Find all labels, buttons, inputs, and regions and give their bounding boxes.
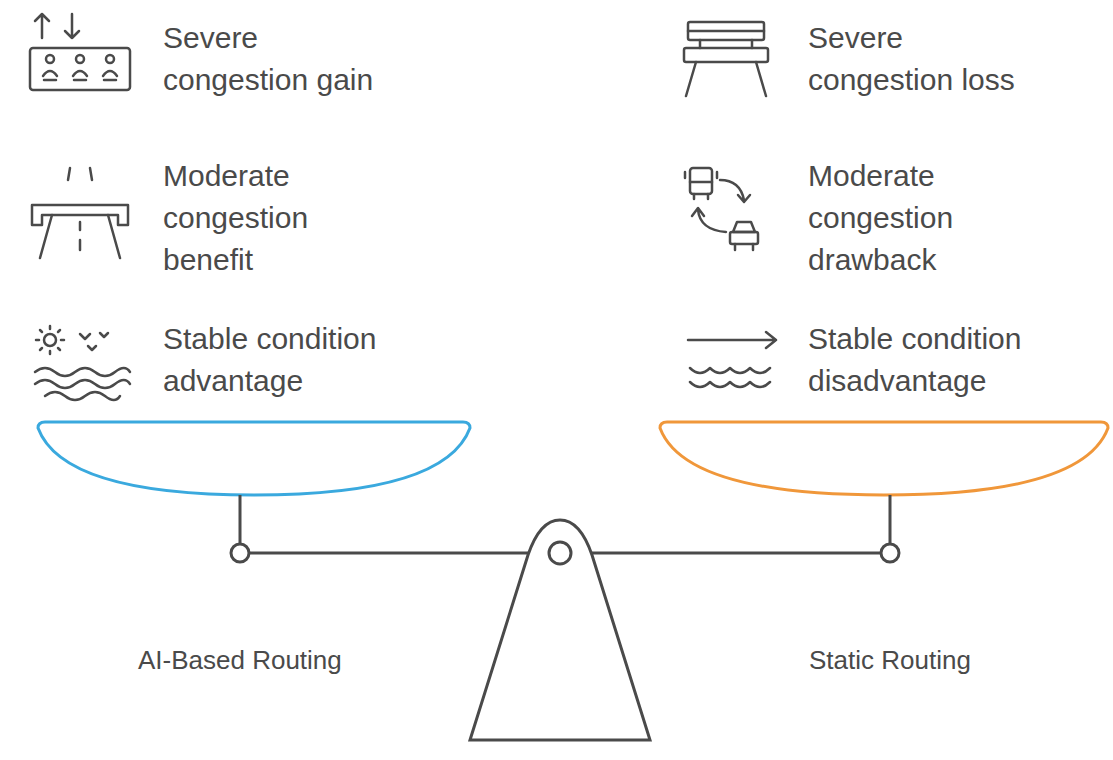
left-pan — [38, 422, 470, 495]
elevator-icon — [30, 14, 130, 90]
benefit-label: Severe congestion gain — [163, 17, 391, 101]
right-pan — [660, 422, 1108, 495]
side-label: AI-Based Routing — [138, 644, 342, 676]
fulcrum — [470, 520, 650, 740]
benefit-label: Moderate congestion benefit — [163, 155, 393, 281]
pivot-circle — [549, 542, 571, 564]
drawback-label: Severe congestion loss — [808, 17, 1036, 101]
benefit-label: Stable condition advantage — [163, 318, 463, 402]
drawback-label: Moderate congestion drawback — [808, 155, 1038, 281]
pivot-circle — [231, 544, 249, 562]
drawback-label: Stable condition disadvantage — [808, 318, 1108, 402]
barrier-icon — [684, 22, 768, 96]
overpass-icon — [32, 168, 128, 258]
transfer-icon — [685, 168, 758, 250]
side-label: Static Routing — [809, 644, 971, 676]
weather-icon — [35, 326, 130, 400]
pivot-circle — [881, 544, 899, 562]
flow-icon — [688, 332, 776, 387]
